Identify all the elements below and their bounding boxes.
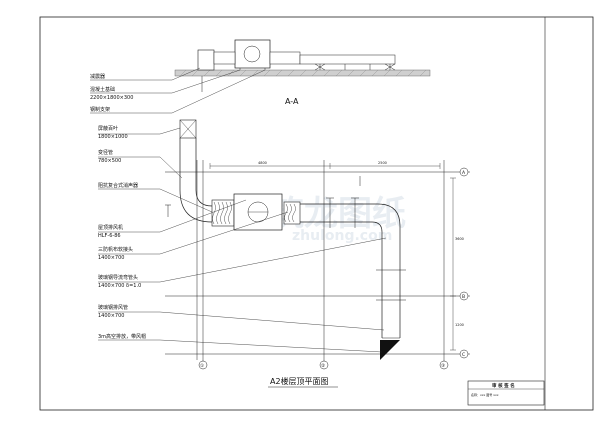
section-fan xyxy=(234,39,271,69)
title-block: 审 核 签 名 名称：xxx 图号 xxx xyxy=(467,380,545,406)
dim-1: 4800 xyxy=(258,161,267,165)
label-silencer: 阻抗复合式消声器 xyxy=(98,182,138,189)
label-elbow: 玻璃钢导流弯管头 xyxy=(98,274,138,281)
section-intake xyxy=(197,49,215,71)
section-duct-2 xyxy=(269,51,301,65)
plan-duct-right-inner xyxy=(300,221,383,338)
label-flex-joint-size: 1400×700 xyxy=(98,255,124,261)
axis-label-3: ③ xyxy=(441,363,445,369)
label-louver-size: 1800×1000 xyxy=(98,134,128,140)
label-outlet: 3m高空排放，带风帽 xyxy=(98,333,146,340)
dim-3: 3600 xyxy=(455,237,464,241)
axis-bubbles xyxy=(198,167,469,370)
title-block-line1: 审 核 签 名 xyxy=(492,382,515,389)
section-supports xyxy=(239,63,396,71)
label-flex-joint: 三防帆布软接头 xyxy=(98,246,133,253)
plan-duct-supports xyxy=(326,197,406,301)
label-elbow-size: 1400×700 δ=1.0 xyxy=(98,283,141,289)
section-title: A-A xyxy=(285,97,299,106)
label-damper: 减震器 xyxy=(90,73,105,80)
roof-slab xyxy=(174,69,431,77)
watermark: 筑龙图纸 zhulong.com xyxy=(270,194,406,244)
dim-4: 1200 xyxy=(455,323,464,327)
plan-view: A B C ① ② ③ 4800 2500 3600 1200 xyxy=(98,119,470,388)
section-duct-1 xyxy=(213,51,236,65)
plan-louver-cross xyxy=(179,119,197,139)
plan-silencer-coil xyxy=(212,201,232,225)
axis-label-2: ② xyxy=(321,363,325,369)
title-block-frame xyxy=(467,380,545,406)
axis-label-b: B xyxy=(462,294,465,300)
axis-label-1: ① xyxy=(200,363,204,369)
section-duct-3 xyxy=(299,54,396,65)
section-cut-markers xyxy=(165,176,361,217)
section-aa: 减震器 混凝土基础 2200×1800×300 钢制支架 A-A xyxy=(90,39,431,114)
axis-label-a: A xyxy=(462,170,466,176)
label-louver: 屏蔽百叶 xyxy=(98,125,118,132)
roof-slab-hatch xyxy=(179,69,427,77)
plan-flex-joint xyxy=(283,201,301,225)
title-block-line2: 名称：xxx 图号 xxx xyxy=(471,392,499,397)
plan-grid-horizontal xyxy=(165,171,470,355)
label-concrete-base-size: 2200×1800×300 xyxy=(90,95,133,101)
label-reducer-size: 780×500 xyxy=(98,158,121,164)
label-steel-support: 钢制支架 xyxy=(90,106,110,113)
plan-grid-vertical xyxy=(202,160,445,364)
label-fan: 屋顶排风机 xyxy=(98,224,123,231)
plan-title: A2楼层顶平面图 xyxy=(270,376,329,386)
section-fan-impeller xyxy=(243,45,261,63)
label-duct-size: 1400×700 xyxy=(98,313,124,319)
label-concrete-base: 混凝土基础 xyxy=(90,86,115,93)
label-duct: 玻璃钢排风管 xyxy=(98,304,128,311)
watermark-sub: zhulong.com xyxy=(292,228,392,244)
dimension-lines xyxy=(209,163,456,351)
section-leaders xyxy=(90,67,266,114)
label-fan-model: HLF-6-86 xyxy=(98,233,121,239)
plan-leaders xyxy=(98,127,387,353)
plan-outlet-cap xyxy=(380,340,400,360)
axis-label-c: C xyxy=(462,352,465,358)
plan-duct-right-outer xyxy=(300,203,401,338)
drawing-frame xyxy=(39,16,594,411)
label-reducer: 变径管 xyxy=(98,149,113,156)
plan-flex-coil xyxy=(284,203,296,223)
dim-2: 2500 xyxy=(378,161,387,165)
